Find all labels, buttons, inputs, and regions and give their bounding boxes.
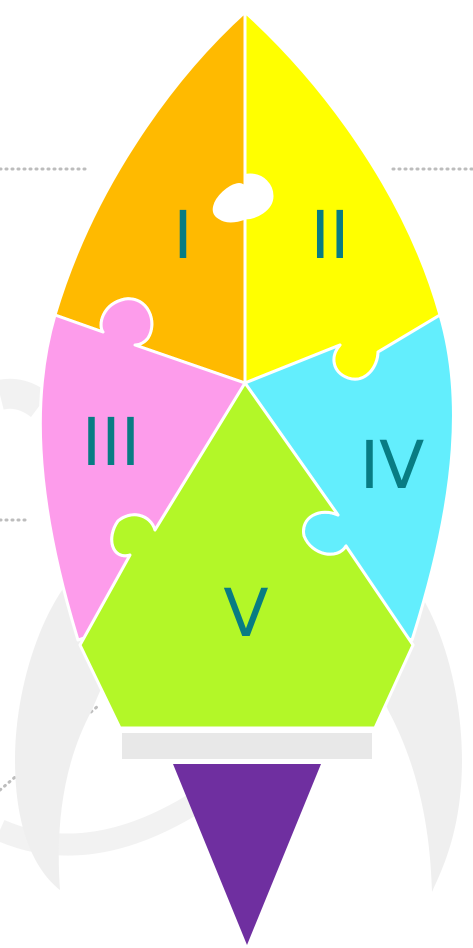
piece-label-III: III [82, 404, 140, 481]
piece-label-I: I [173, 197, 192, 274]
piece-label-II: II [311, 197, 350, 274]
rocket-nozzle [122, 733, 372, 759]
piece-label-V: V [223, 575, 268, 652]
arc-left [0, 394, 40, 405]
rocket-flame [173, 764, 321, 945]
piece-label-IV: IV [360, 427, 425, 504]
